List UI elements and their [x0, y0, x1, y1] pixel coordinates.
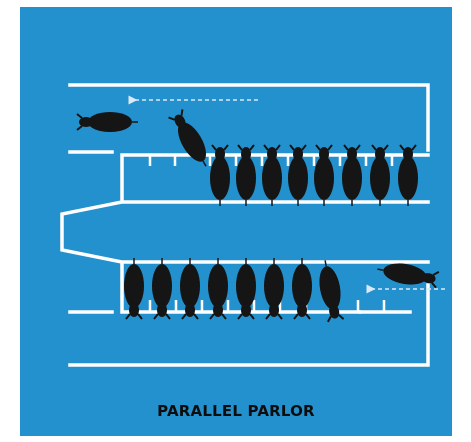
lower-right-wall — [68, 283, 430, 367]
upper-stall-dividers — [148, 155, 394, 166]
diagram-title: PARALLEL PARLOR — [157, 402, 315, 420]
outer-upper-wall — [68, 83, 430, 152]
exiting-cow — [76, 111, 139, 133]
